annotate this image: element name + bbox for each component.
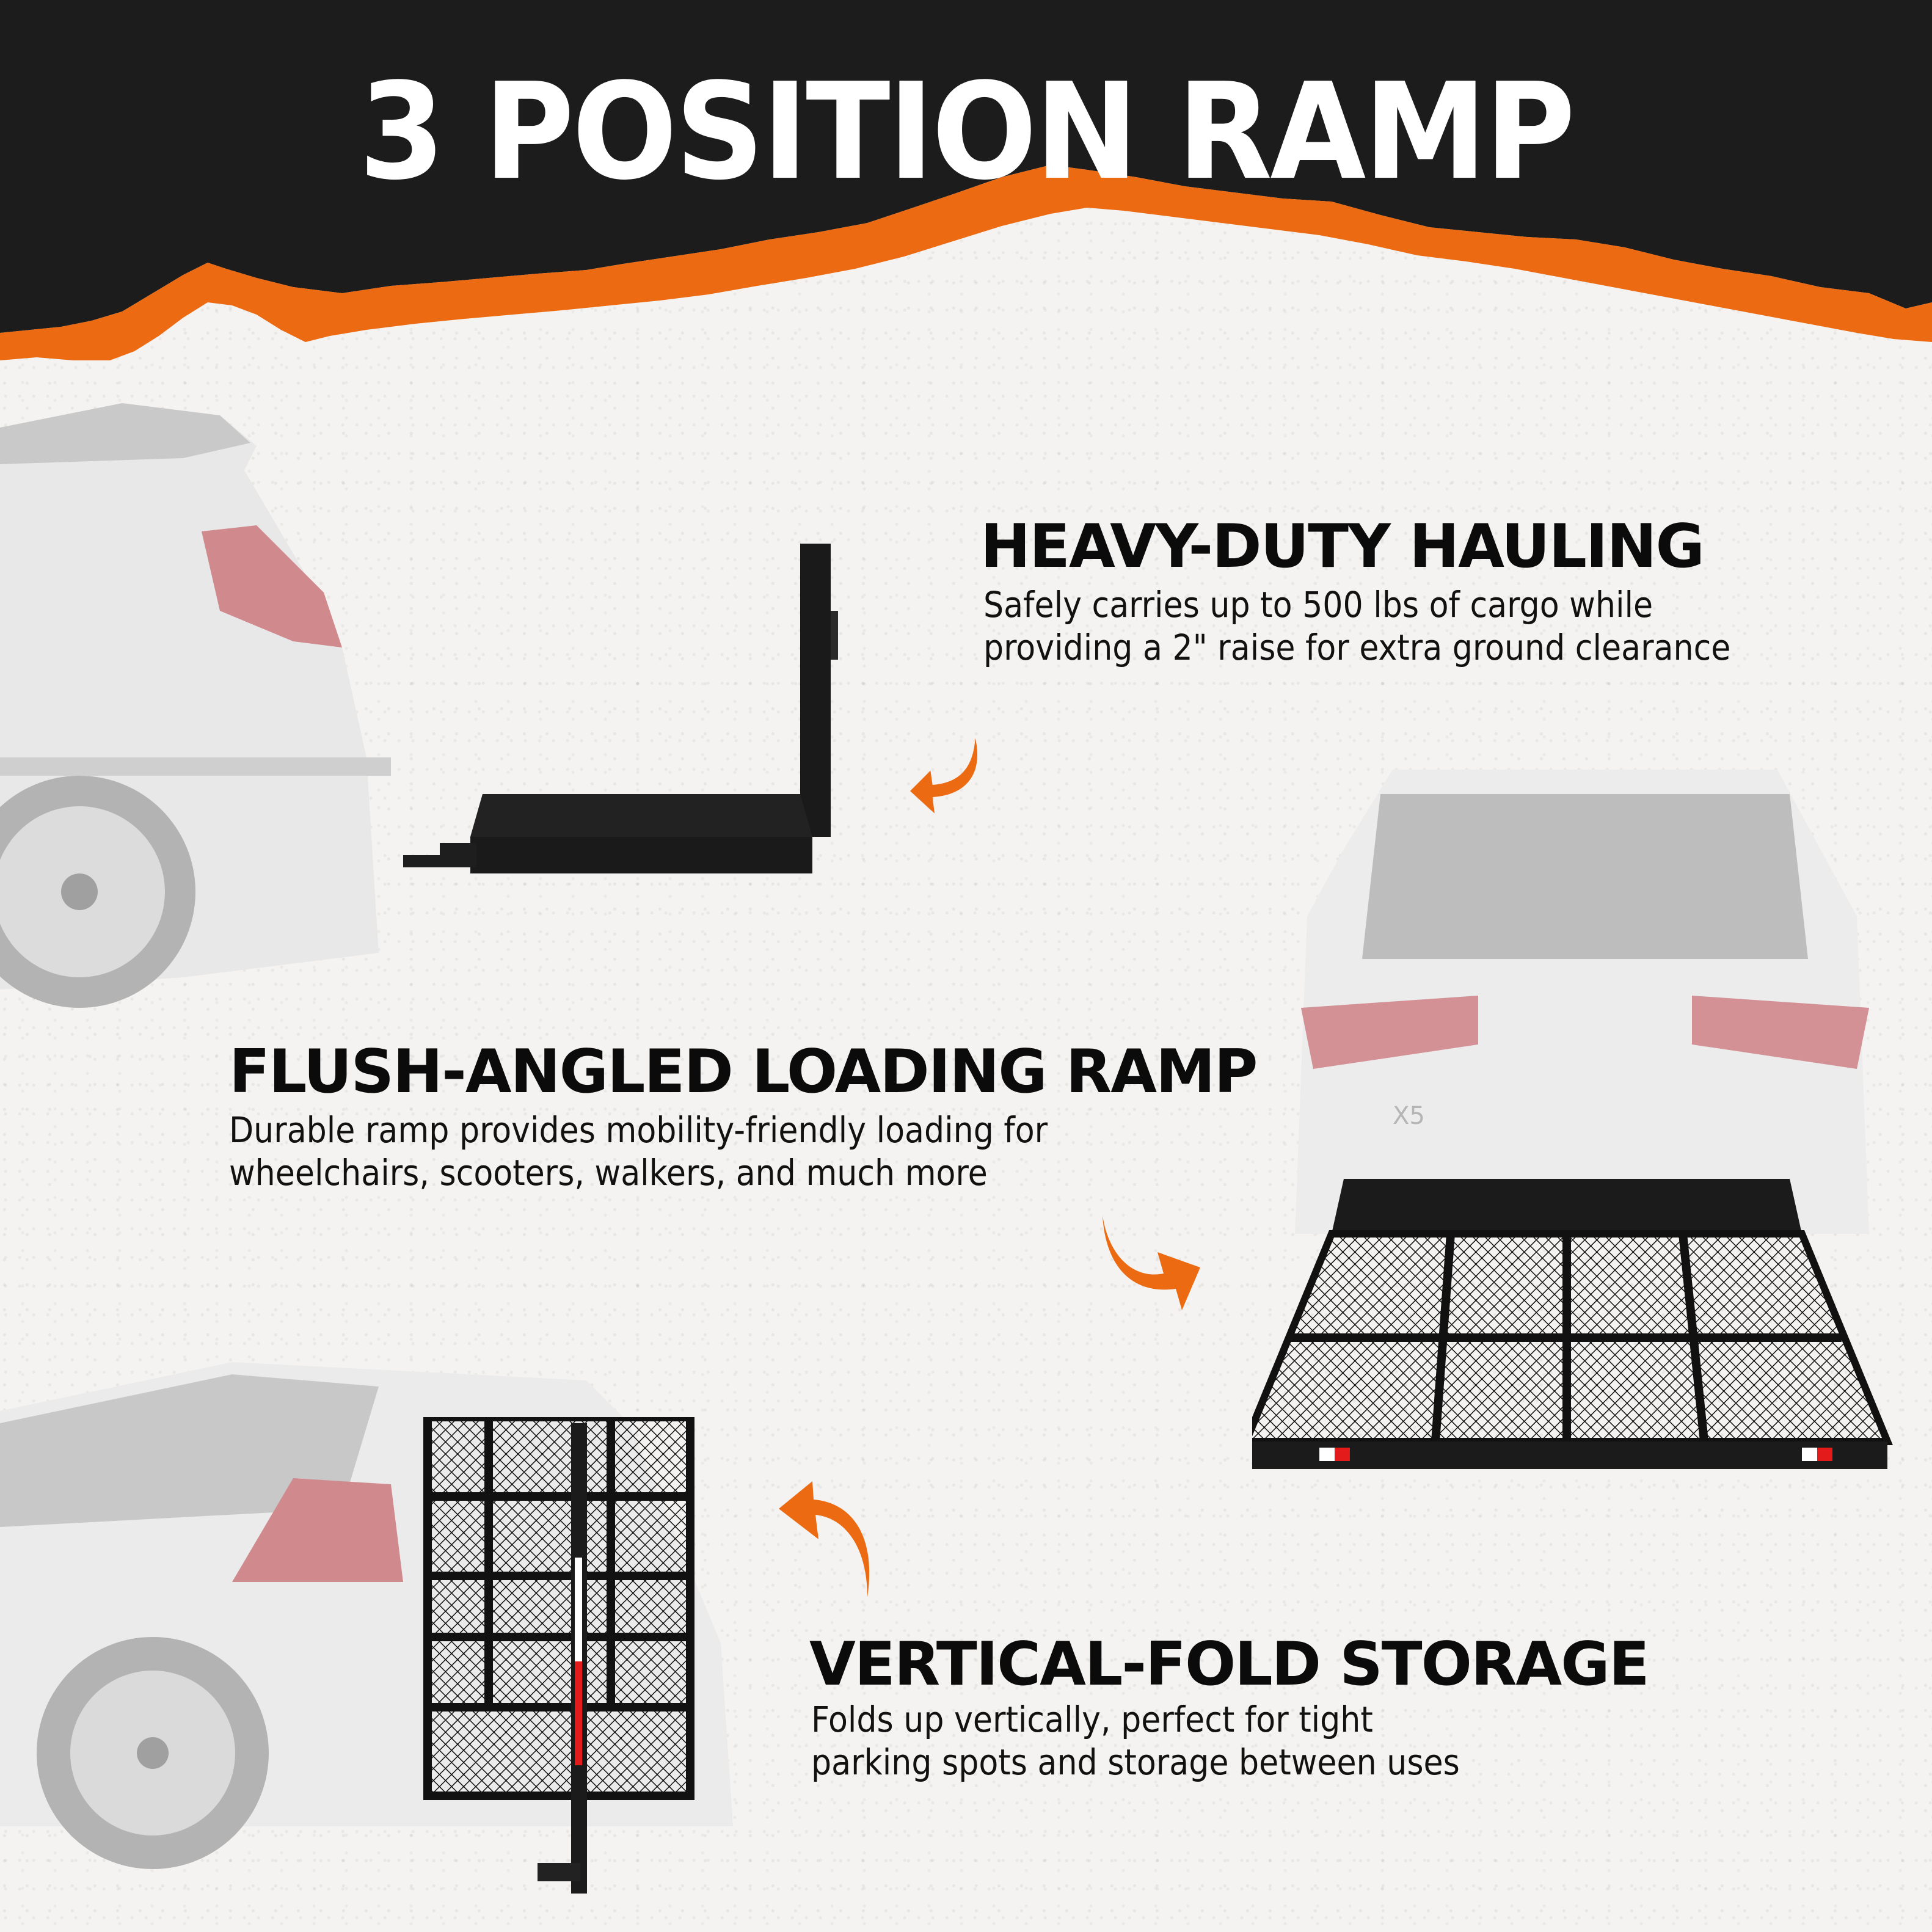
- carrier-folded-vertical: [409, 1413, 696, 1918]
- section-desc-vertical-fold-1: Folds up vertically, perfect for tight: [811, 1699, 1373, 1740]
- curved-arrow-right-down-icon: [1096, 1212, 1219, 1313]
- curved-arrow-up-left-icon: [776, 1481, 886, 1600]
- section-heading-vertical-fold: VERTICAL-FOLD STORAGE: [809, 1630, 1650, 1699]
- carrier-ramp-upright: [391, 544, 855, 886]
- section-desc-heavy-duty-2: providing a 2" raise for extra ground cl…: [983, 627, 1731, 668]
- car-image-1: [0, 391, 415, 1014]
- section-heading-heavy-duty: HEAVY-DUTY HAULING: [980, 512, 1705, 581]
- section-desc-flush-angled-1: Durable ramp provides mobility-friendly …: [229, 1109, 1048, 1151]
- carrier-ramp-lowered: [1241, 1173, 1894, 1478]
- curved-arrow-left-icon: [886, 724, 1008, 848]
- section-desc-flush-angled-2: wheelchairs, scooters, walkers, and much…: [229, 1152, 988, 1194]
- section-desc-heavy-duty-1: Safely carries up to 500 lbs of cargo wh…: [983, 584, 1653, 625]
- torn-edge-graphic: [0, 0, 1932, 360]
- car-image-2: X5: [1270, 757, 1900, 1234]
- page-title: 3 POSITION RAMP: [359, 55, 1576, 210]
- svg-text:X5: X5: [1393, 1102, 1425, 1130]
- section-desc-vertical-fold-2: parking spots and storage between uses: [811, 1741, 1460, 1783]
- header-banner: 3 POSITION RAMP: [0, 0, 1932, 379]
- section-heading-flush-angled: FLUSH-ANGLED LOADING RAMP: [229, 1037, 1258, 1107]
